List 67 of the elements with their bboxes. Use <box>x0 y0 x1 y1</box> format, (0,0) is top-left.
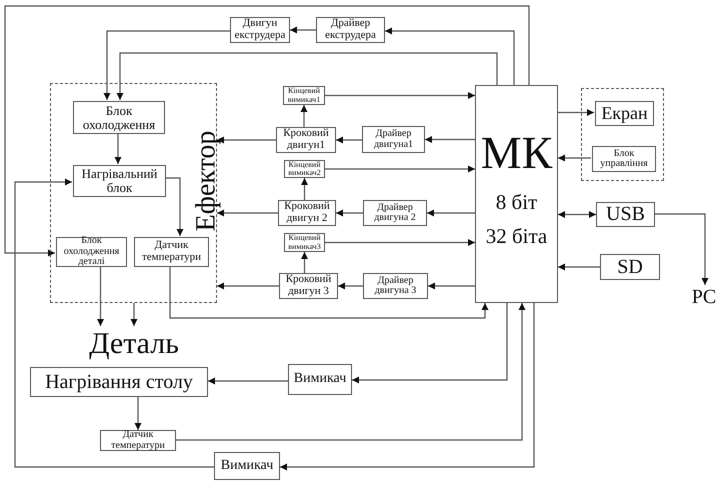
arrow <box>165 177 184 236</box>
arrow <box>217 282 279 290</box>
block-box: Вимикач <box>214 452 280 480</box>
block-box: USB <box>596 202 655 227</box>
arrow <box>336 136 362 144</box>
block-box: Кінцевий вимикач3 <box>284 233 325 252</box>
arrow <box>425 136 475 143</box>
block-box: Нагрівальний блок <box>73 165 166 197</box>
block-box: Кінцевий вимикач2 <box>284 160 325 178</box>
arrow <box>217 136 276 144</box>
arrow <box>301 178 308 200</box>
arrow <box>655 213 708 285</box>
block-box: Кроковий двигун1 <box>276 127 336 153</box>
panel-group <box>581 88 664 181</box>
block-box: Драйвер двигуна 3 <box>363 273 428 299</box>
arrow <box>558 154 591 162</box>
part-label: Деталь <box>75 326 193 362</box>
block-title: МК <box>480 128 552 178</box>
arrow <box>280 303 535 470</box>
arrow <box>97 266 104 326</box>
arrow <box>104 30 230 100</box>
block-box: Кінцевий вимикач1 <box>283 86 325 105</box>
arrow <box>169 266 488 319</box>
block-box: Вимикач <box>288 364 352 395</box>
arrow <box>290 26 316 34</box>
group-title: Ефектор <box>191 130 221 232</box>
arrow <box>325 166 475 172</box>
arrow <box>558 109 594 116</box>
block-box: Кроковий двигун 2 <box>278 200 336 226</box>
controller-block <box>475 85 558 303</box>
block-box: Екран <box>595 101 654 126</box>
block-box: Драйвер екструдера <box>316 17 385 43</box>
block-box: Блок охолодження <box>73 101 165 134</box>
arrow <box>301 252 308 273</box>
terminal-label: PC <box>690 285 718 309</box>
arrow <box>325 92 475 99</box>
block-box: Двигун екструдера <box>230 17 290 43</box>
arrow <box>336 210 363 216</box>
arrow <box>4 5 530 256</box>
arrow <box>134 397 142 430</box>
block-box: Кроковий двигун 3 <box>279 273 338 299</box>
arrow <box>208 378 288 384</box>
block-box: Блок охолодження деталі <box>56 237 127 267</box>
arrow <box>114 133 122 164</box>
arrow <box>325 239 475 246</box>
arrow <box>558 211 596 218</box>
block-box: Блок управління <box>592 146 656 172</box>
block-box: Драйвер двигуна1 <box>362 126 425 153</box>
arrow <box>352 303 508 384</box>
block-box: Датчик температури <box>134 237 209 267</box>
block-box: Датчик температури <box>100 430 176 451</box>
block-box: SD <box>600 254 660 280</box>
block-text: 8 біт <box>496 191 538 214</box>
arrow <box>427 210 475 216</box>
arrow <box>217 210 278 216</box>
arrow <box>300 105 308 127</box>
block-text: 32 біта <box>486 225 548 248</box>
arrow <box>428 282 475 290</box>
block-box: Нагрівання столу <box>30 367 208 397</box>
arrow <box>385 28 515 85</box>
block-box: Драйвер двигуна 2 <box>363 200 427 226</box>
arrow <box>14 178 214 468</box>
arrow <box>130 303 138 326</box>
arrow <box>338 282 363 290</box>
arrow <box>116 52 498 100</box>
arrow <box>176 303 526 441</box>
arrow <box>558 264 600 270</box>
